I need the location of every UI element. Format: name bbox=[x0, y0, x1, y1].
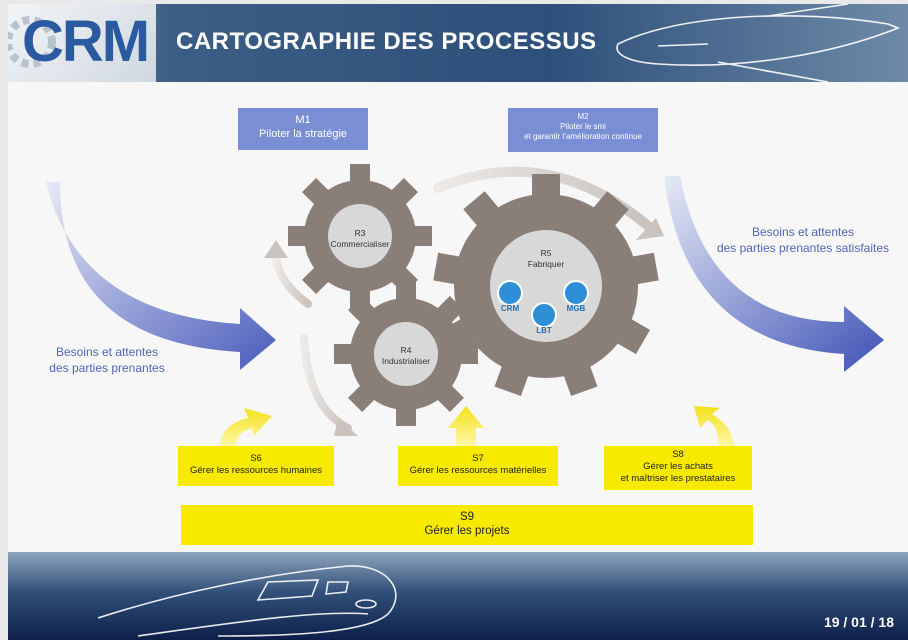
factory-icon bbox=[563, 280, 589, 306]
footer-date: 19 / 01 / 18 bbox=[823, 614, 894, 630]
gear-icon bbox=[8, 16, 56, 68]
process-m1: M1 Piloter la stratégie bbox=[238, 108, 368, 150]
m2-label-1: Piloter le smi bbox=[560, 122, 606, 131]
process-s7: S7 Gérer les ressources matérielles bbox=[398, 446, 558, 486]
gear-r5-label: R5 Fabriquer bbox=[527, 248, 565, 269]
m2-label-2: et garantir l’amélioration continue bbox=[524, 132, 642, 141]
page-title: CARTOGRAPHIE DES PROCESSUS bbox=[176, 28, 597, 55]
process-m2: M2 Piloter le smi et garantir l’améliora… bbox=[508, 108, 658, 152]
inputs-text: Besoins et attentes des parties prenante… bbox=[49, 345, 165, 376]
slide: CRM CARTOGRAPHIE DES PROCESSUS bbox=[8, 4, 908, 640]
gear-r4 bbox=[334, 282, 478, 426]
m1-label: Piloter la stratégie bbox=[258, 127, 348, 140]
support-arrows bbox=[220, 406, 734, 446]
process-s9: S9 Gérer les projets bbox=[181, 505, 753, 545]
output-arrow bbox=[664, 176, 884, 372]
cycle-arrowheads bbox=[264, 218, 664, 436]
airplane-icon bbox=[616, 4, 901, 82]
gear-r3-label: R3 Commercialiser bbox=[330, 228, 390, 249]
train-icon bbox=[98, 565, 397, 637]
plant-crm: CRM bbox=[492, 280, 528, 313]
logo-area: CRM bbox=[8, 4, 156, 82]
factory-icon bbox=[497, 280, 523, 306]
gear-r5 bbox=[433, 174, 659, 397]
header-banner: CRM CARTOGRAPHIE DES PROCESSUS bbox=[8, 4, 908, 82]
process-s8: S8 Gérer les achats et maîtriser les pre… bbox=[604, 446, 752, 490]
m1-code: M1 bbox=[295, 114, 311, 126]
diagram-graphics bbox=[46, 164, 884, 446]
plant-lbt: LBT bbox=[526, 302, 562, 335]
process-s6: S6 Gérer les ressources humaines bbox=[178, 446, 334, 486]
m2-code: M2 bbox=[577, 112, 589, 121]
crm-logo: CRM bbox=[22, 9, 150, 74]
footer-banner: 19 / 01 / 18 bbox=[8, 552, 908, 640]
outputs-text: Besoins et attentes des parties prenante… bbox=[716, 225, 890, 256]
factory-icon bbox=[531, 302, 557, 328]
plant-mgb: MGB bbox=[558, 280, 594, 313]
gear-r4-label: R4 Industrialiser bbox=[381, 345, 431, 366]
gear-r3 bbox=[288, 164, 432, 308]
input-arrow bbox=[46, 182, 276, 370]
